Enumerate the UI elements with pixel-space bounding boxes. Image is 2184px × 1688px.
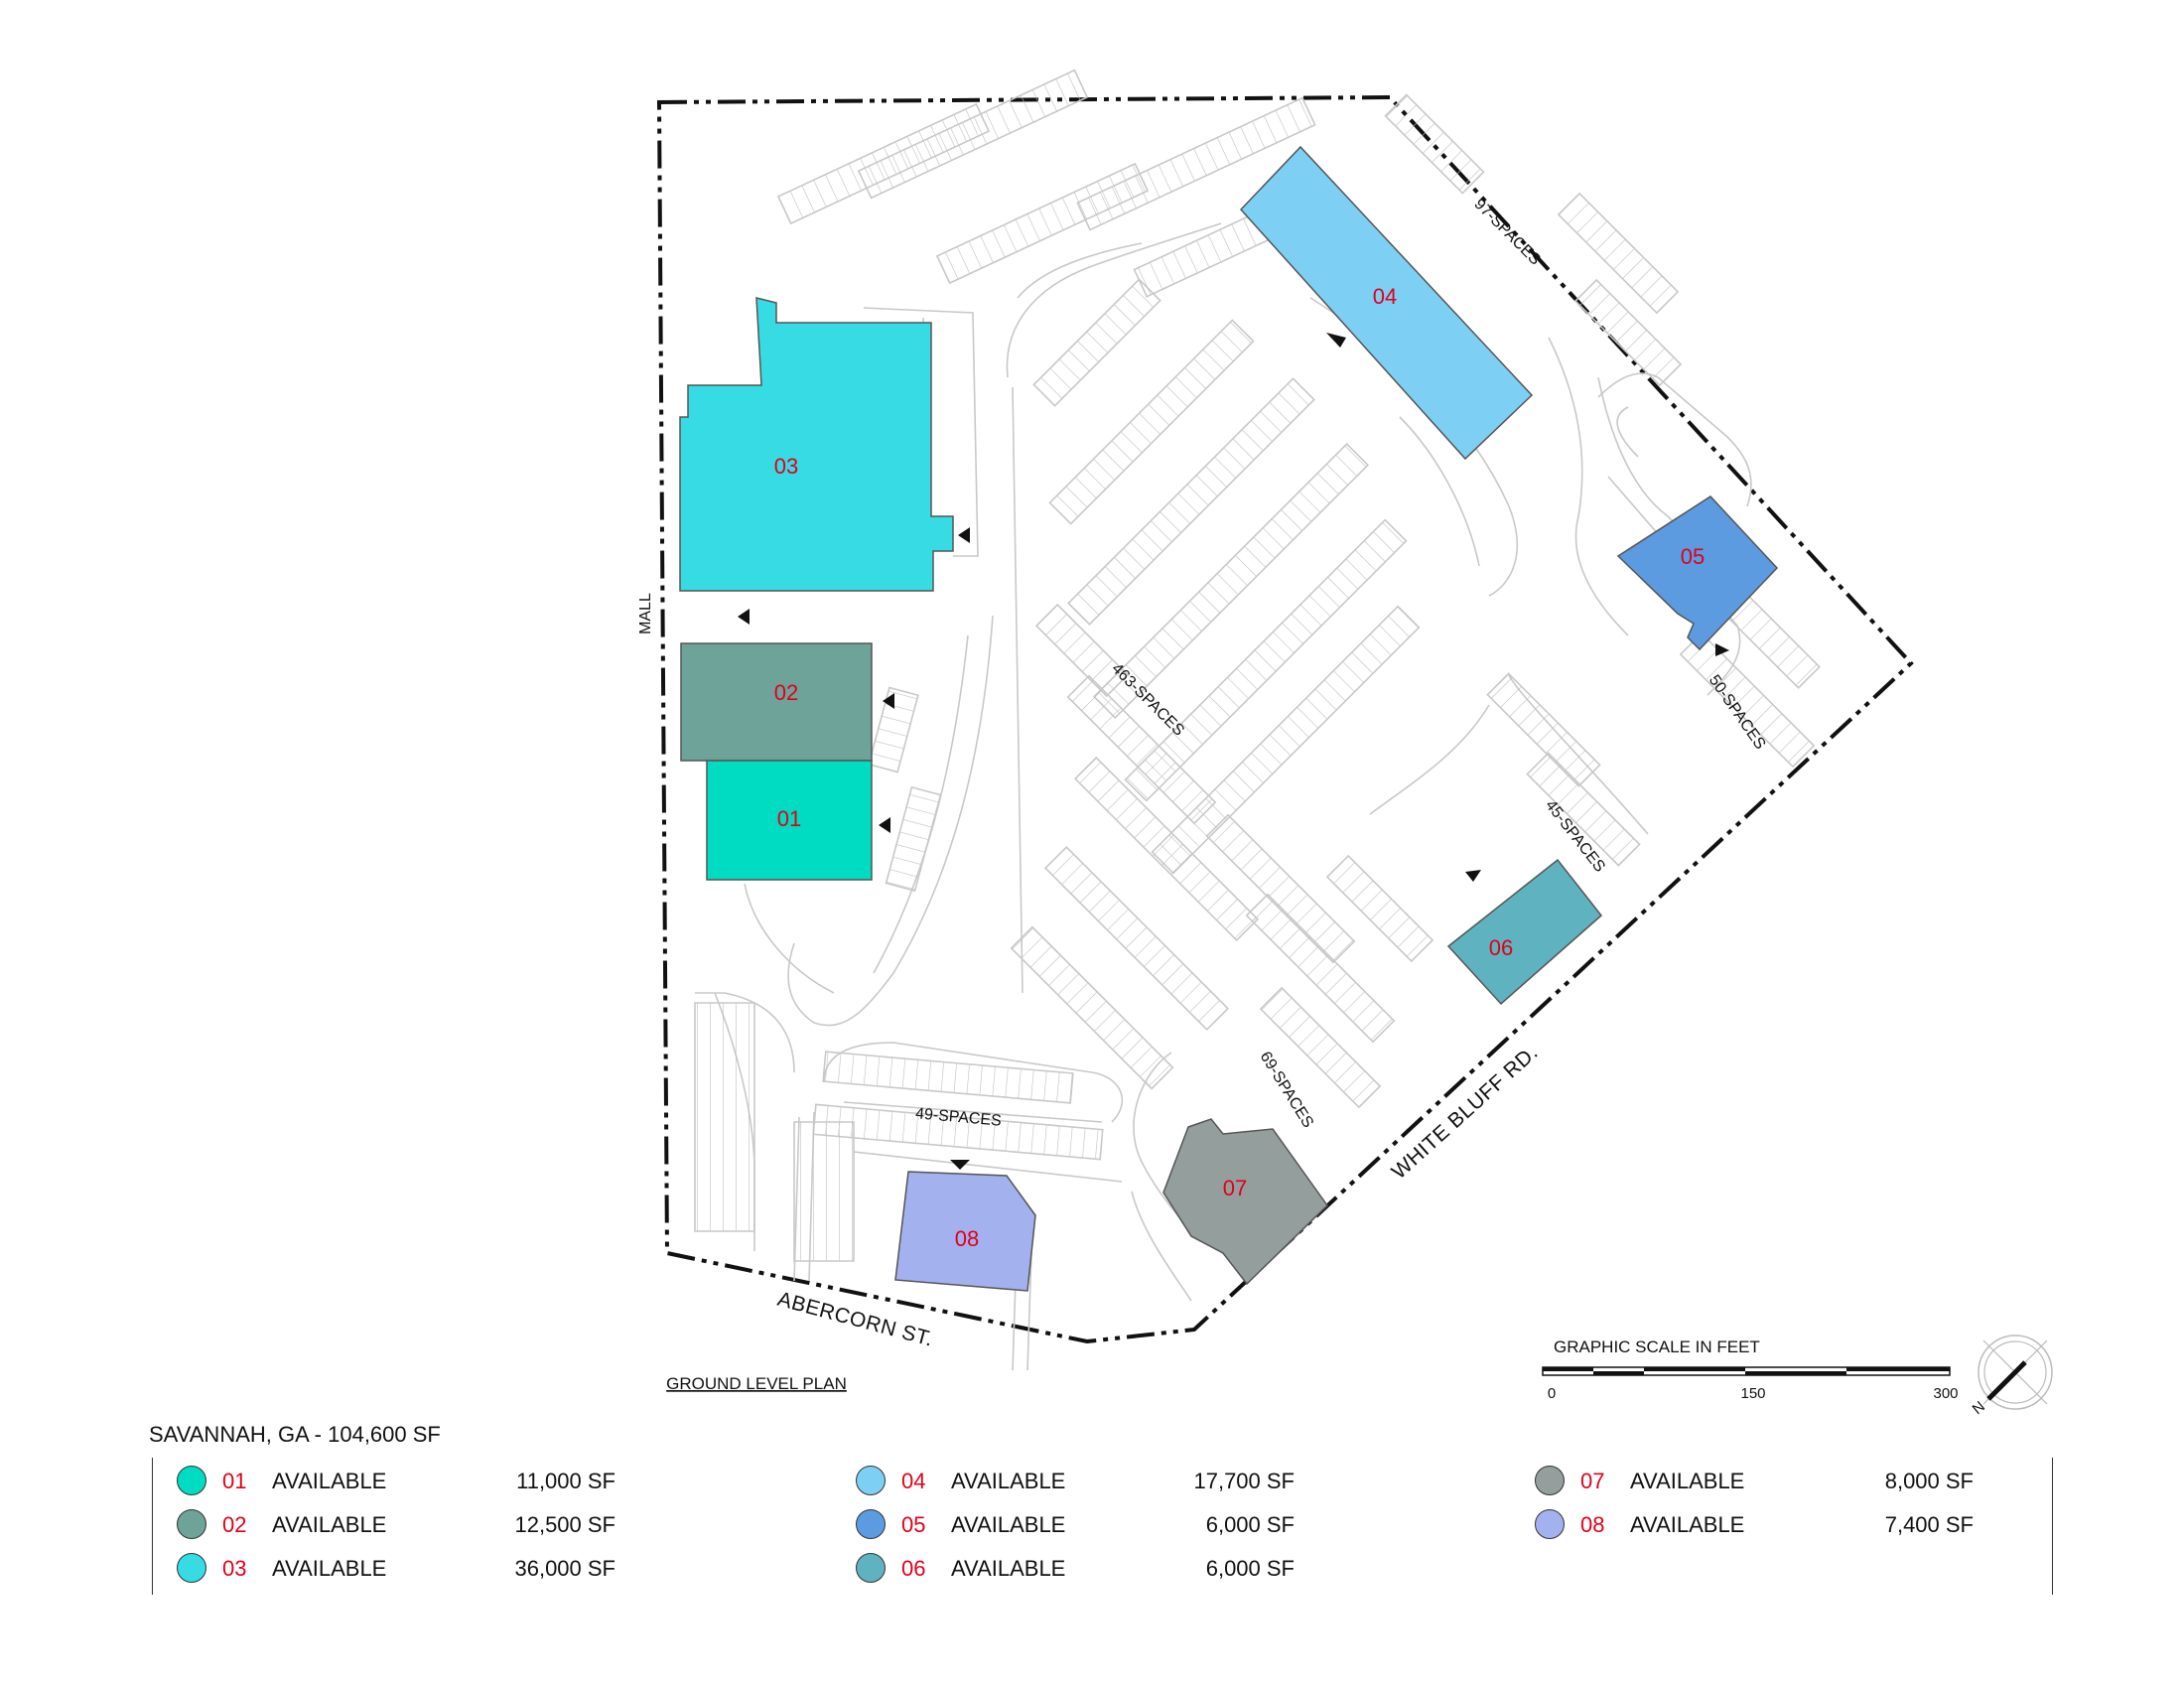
north-label: N bbox=[1970, 1398, 1988, 1418]
legend-swatch bbox=[856, 1553, 886, 1583]
legend-size: 11,000 SF bbox=[516, 1469, 615, 1493]
legend-status: AVAILABLE bbox=[1630, 1469, 1745, 1493]
legend-status: AVAILABLE bbox=[951, 1556, 1066, 1581]
entrance-arrow-icon bbox=[1465, 870, 1481, 882]
legend-row-05[interactable]: 05 AVAILABLE 6,000 SF bbox=[828, 1501, 1295, 1545]
north-arrow-icon: N bbox=[1970, 1335, 2053, 1418]
property-boundary bbox=[656, 94, 1914, 1344]
parking-count-label: 69-SPACES bbox=[1257, 1049, 1316, 1131]
legend-swatch bbox=[177, 1553, 206, 1583]
legend-row-07[interactable]: 07 AVAILABLE 8,000 SF bbox=[1507, 1458, 1974, 1501]
legend-column-2: 04 AVAILABLE 17,700 SF 05 AVAILABLE 6,00… bbox=[828, 1458, 1295, 1589]
legend-row-03[interactable]: 03 AVAILABLE 36,000 SF bbox=[149, 1545, 615, 1589]
street-label-white-bluff: WHITE BLUFF RD. bbox=[1388, 1041, 1543, 1184]
entrance-arrow-icon bbox=[883, 693, 894, 709]
legend-left-rule bbox=[152, 1458, 153, 1595]
unit-label-04: 04 bbox=[1373, 284, 1397, 309]
scale-tick-300: 300 bbox=[1933, 1385, 1958, 1402]
legend-size: 12,500 SF bbox=[514, 1512, 615, 1537]
parking-fields bbox=[694, 69, 1821, 1262]
unit-label-02: 02 bbox=[774, 680, 798, 705]
scale-tick-0: 0 bbox=[1548, 1385, 1556, 1402]
legend-row-06[interactable]: 06 AVAILABLE 6,000 SF bbox=[828, 1545, 1295, 1589]
legend-right-rule bbox=[2052, 1458, 2053, 1595]
building-pads bbox=[679, 145, 1779, 1292]
legend-swatch bbox=[1535, 1509, 1565, 1539]
scale-tick-150: 150 bbox=[1740, 1385, 1765, 1402]
legend-status: AVAILABLE bbox=[1630, 1512, 1745, 1537]
unit-01-pad[interactable] bbox=[706, 760, 873, 881]
legend-unit-number: 06 bbox=[901, 1556, 926, 1581]
legend-row-08[interactable]: 08 AVAILABLE 7,400 SF bbox=[1507, 1501, 1974, 1545]
legend-unit-number: 08 bbox=[1580, 1512, 1605, 1537]
legend-size: 8,000 SF bbox=[1884, 1469, 1974, 1493]
entrance-arrow-icon bbox=[879, 817, 890, 833]
unit-06-pad[interactable] bbox=[1446, 858, 1603, 1006]
legend-unit-number: 07 bbox=[1580, 1469, 1605, 1493]
legend-row-02[interactable]: 02 AVAILABLE 12,500 SF bbox=[149, 1501, 615, 1545]
legend-row-04[interactable]: 04 AVAILABLE 17,700 SF bbox=[828, 1458, 1295, 1501]
unit-05-pad[interactable] bbox=[1616, 495, 1779, 651]
legend-swatch bbox=[856, 1509, 886, 1539]
entrance-arrow-icon bbox=[738, 609, 750, 625]
unit-08-pad[interactable] bbox=[894, 1171, 1036, 1292]
legend-size: 17,700 SF bbox=[1193, 1469, 1295, 1493]
entrance-arrow-icon bbox=[950, 1160, 970, 1170]
legend-unit-number: 03 bbox=[222, 1556, 247, 1581]
entrance-arrow-icon bbox=[1715, 643, 1729, 656]
legend-status: AVAILABLE bbox=[272, 1556, 387, 1581]
legend-row-01[interactable]: 01 AVAILABLE 11,000 SF bbox=[149, 1458, 615, 1501]
unit-label-03: 03 bbox=[774, 454, 798, 479]
graphic-scale: GRAPHIC SCALE IN FEET 0 150 300 bbox=[1542, 1337, 1959, 1402]
legend-unit-number: 05 bbox=[901, 1512, 926, 1537]
legend-swatch bbox=[177, 1466, 206, 1495]
unit-labels: 03 02 01 04 05 06 07 08 bbox=[774, 284, 1705, 1251]
site-summary: SAVANNAH, GA - 104,600 SF bbox=[149, 1422, 441, 1447]
legend-swatch bbox=[177, 1509, 206, 1539]
legend-size: 6,000 SF bbox=[1205, 1512, 1295, 1537]
unit-07-pad[interactable] bbox=[1162, 1118, 1328, 1286]
unit-label-07: 07 bbox=[1223, 1176, 1247, 1200]
legend-unit-number: 01 bbox=[222, 1469, 247, 1493]
plan-title: GROUND LEVEL PLAN bbox=[666, 1374, 847, 1393]
street-label-abercorn: ABERCORN ST. bbox=[775, 1288, 936, 1351]
street-label-mall: MALL bbox=[637, 593, 654, 634]
legend-size: 36,000 SF bbox=[514, 1556, 615, 1581]
legend-status: AVAILABLE bbox=[272, 1469, 387, 1493]
entrance-arrow-icon bbox=[1326, 333, 1346, 348]
legend-swatch bbox=[856, 1466, 886, 1495]
legend-status: AVAILABLE bbox=[951, 1512, 1066, 1537]
parking-count-label: 97-SPACES bbox=[1470, 196, 1543, 268]
legend-status: AVAILABLE bbox=[951, 1469, 1066, 1493]
legend-size: 6,000 SF bbox=[1205, 1556, 1295, 1581]
unit-label-06: 06 bbox=[1489, 935, 1513, 960]
legend-unit-number: 02 bbox=[222, 1512, 247, 1537]
legend-unit-number: 04 bbox=[901, 1469, 926, 1493]
legend-size: 7,400 SF bbox=[1884, 1512, 1974, 1537]
entrance-arrow-icon bbox=[958, 527, 970, 543]
legend-status: AVAILABLE bbox=[272, 1512, 387, 1537]
unit-label-05: 05 bbox=[1681, 544, 1705, 569]
unit-04-pad[interactable] bbox=[1239, 145, 1534, 461]
unit-03-pad[interactable] bbox=[679, 297, 954, 592]
legend-column-3: 07 AVAILABLE 8,000 SF 08 AVAILABLE 7,400… bbox=[1507, 1458, 1974, 1545]
legend-column-1: 01 AVAILABLE 11,000 SF 02 AVAILABLE 12,5… bbox=[149, 1458, 615, 1589]
unit-label-08: 08 bbox=[955, 1226, 979, 1251]
legend-swatch bbox=[1535, 1466, 1565, 1495]
entrance-markers bbox=[738, 333, 1729, 1170]
scale-title: GRAPHIC SCALE IN FEET bbox=[1554, 1337, 1760, 1356]
unit-label-01: 01 bbox=[777, 806, 801, 831]
